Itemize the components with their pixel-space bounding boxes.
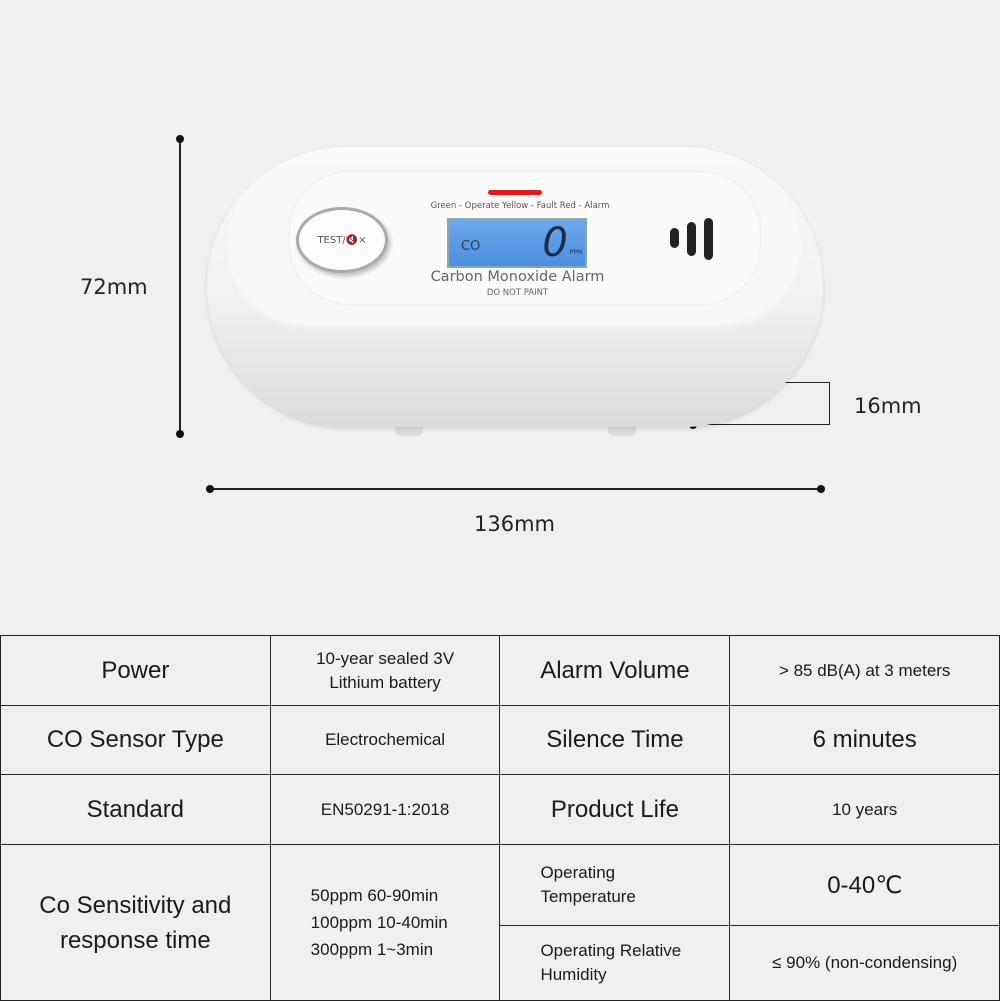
spec-label: Alarm Volume: [499, 635, 731, 706]
sensitivity-line: 100ppm 10-40min: [310, 913, 448, 932]
lcd-label: CO: [461, 238, 481, 254]
spec-label: Operating Temperature: [499, 844, 731, 926]
spec-label: Product Life: [499, 774, 731, 845]
lcd-reading: 0: [542, 220, 568, 266]
spec-label: Standard: [0, 774, 271, 845]
spec-value: Electrochemical: [269, 705, 501, 775]
spec-value: > 85 dB(A) at 3 meters: [729, 635, 1000, 706]
speaker-vent: [704, 218, 713, 260]
spec-value: 6 minutes: [729, 705, 1000, 775]
width-label: 136mm: [474, 512, 555, 536]
status-led: [488, 190, 542, 195]
device-subtitle: DO NOT PAINT: [486, 288, 549, 298]
dimension-marker: [817, 485, 825, 493]
width-dimension-line: [210, 488, 821, 490]
spec-value: EN50291-1:2018: [269, 774, 501, 845]
table-row: Power 10-year sealed 3V Lithium battery …: [0, 635, 1000, 706]
spec-value: 50ppm 60-90min 100ppm 10-40min 300ppm 1~…: [269, 844, 501, 1001]
lcd-display: CO 0 PPM: [447, 218, 587, 268]
test-silence-button[interactable]: TEST/🔇×: [296, 207, 388, 273]
sensitivity-line: 50ppm 60-90min: [310, 886, 439, 905]
height-dimension-line: [179, 139, 181, 434]
spec-value: 10-year sealed 3V Lithium battery: [269, 635, 501, 706]
spec-value: 0-40℃: [729, 844, 1000, 926]
height-label: 72mm: [80, 275, 148, 299]
spec-label: CO Sensor Type: [0, 705, 271, 775]
spec-label: Co Sensitivity and response time: [0, 844, 271, 1001]
table-row: Standard EN50291-1:2018 Product Life 10 …: [0, 774, 1000, 845]
speaker-vent: [687, 222, 696, 256]
device-title: Carbon Monoxide Alarm: [430, 269, 605, 285]
spec-value: ≤ 90% (non-condensing): [729, 925, 1000, 1001]
spec-label: Power: [0, 635, 271, 706]
led-legend: Green - Operate Yellow - Fault Red - Ala…: [430, 201, 610, 211]
dimension-marker: [206, 485, 214, 493]
lcd-unit: PPM: [569, 248, 583, 256]
speaker-vent: [670, 228, 679, 248]
dimension-marker: [176, 430, 184, 438]
depth-label: 16mm: [854, 394, 922, 418]
table-row: Co Sensitivity and response time 50ppm 6…: [0, 844, 1000, 1001]
spec-label: Operating Relative Humidity: [499, 925, 731, 1001]
sensitivity-line: 300ppm 1~3min: [310, 940, 434, 959]
dimension-marker: [176, 135, 184, 143]
spec-label: Silence Time: [499, 705, 731, 775]
spec-table: Power 10-year sealed 3V Lithium battery …: [0, 635, 1000, 1001]
test-button-label: TEST/🔇×: [317, 234, 367, 246]
table-row: Operating Relative Humidity ≤ 90% (non-c…: [1, 925, 1000, 1001]
spec-value: 10 years: [729, 774, 1000, 845]
table-row: CO Sensor Type Electrochemical Silence T…: [0, 705, 1000, 775]
